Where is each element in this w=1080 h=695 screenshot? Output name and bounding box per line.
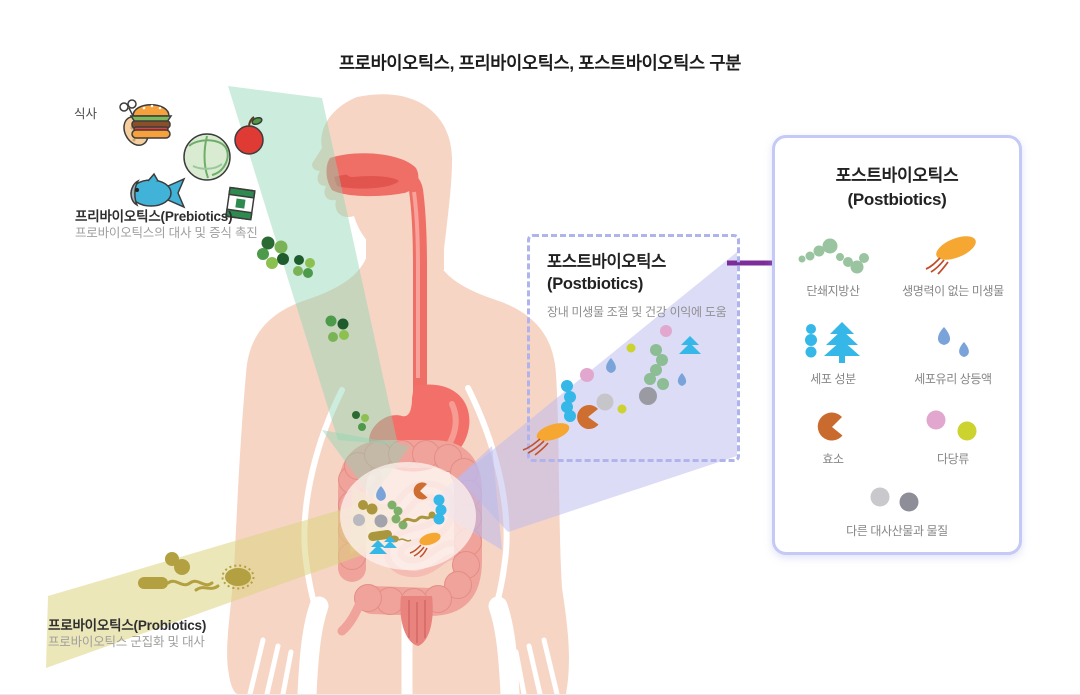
page-title: 프로바이오틱스, 프리바이오틱스, 포스트바이오틱스 구분 [338, 53, 741, 73]
polysaccharide-icon [897, 398, 1009, 444]
scfa-chain-icon [777, 230, 889, 276]
panel-item-scfa: 단쇄지방산 [777, 230, 889, 299]
gut-flora-zone [340, 462, 476, 570]
panel-item-nonviable-microbe: 생명력이 없는 미생물 [897, 230, 1009, 299]
nonviable-microbe-icon [897, 230, 1009, 276]
postbiotics-panel-title: 포스트바이오틱스 (Postbiotics) [835, 166, 959, 209]
probiotics-label: 프로바이오틱스(Probiotics) [48, 618, 207, 633]
postbiotics-callout-title: 포스트바이오틱스 (Postbiotics) [547, 253, 667, 294]
appendix [337, 593, 367, 636]
probiotics-desc: 프로바이오틱스 군집화 및 대사 [48, 635, 205, 649]
postbiotics-panel: 포스트바이오틱스 (Postbiotics) 단쇄지방산 [772, 135, 1022, 555]
panel-item-cell-components: 세포 성분 [777, 318, 889, 387]
panel-item-other-metabolites: 다른 대사산물과 물질 [834, 470, 960, 539]
apple-icon [234, 116, 264, 155]
prebiotics-desc: 프로바이오틱스의 대사 및 증식 촉진 [75, 226, 258, 240]
hamburger-icon [129, 104, 173, 139]
gut-microbes [353, 482, 447, 558]
panel-item-label: 단쇄지방산 [806, 284, 860, 298]
panel-item-enzyme: 효소 [777, 398, 889, 467]
enzyme-icon [777, 398, 889, 444]
postbiotics-callout-box: 포스트바이오틱스 (Postbiotics) 장내 미생물 조절 및 건강 이익… [527, 234, 740, 462]
cell-free-supernatant-icon [897, 318, 1009, 364]
panel-item-label: 생명력이 없는 미생물 [902, 284, 1004, 298]
cabbage-icon [183, 133, 231, 181]
probiotic-bacteria [138, 552, 255, 592]
other-metabolites-icon [834, 470, 960, 516]
cell-components-icon [777, 318, 889, 364]
panel-item-polysaccharide: 다당류 [897, 398, 1009, 467]
panel-item-label: 효소 [822, 452, 844, 466]
postbiotics-beam [458, 252, 737, 532]
panel-item-label: 다른 대사산물과 물질 [846, 524, 948, 538]
body-contours [247, 385, 560, 694]
prebiotics-label: 프리바이오틱스(Prebiotics) [75, 209, 233, 224]
panel-item-supernatant: 세포유리 상등액 [897, 318, 1009, 387]
panel-item-label: 세포유리 상등액 [914, 372, 992, 386]
fish-icon [130, 172, 186, 209]
canned-food-icon [225, 186, 256, 221]
food-icons [119, 99, 264, 221]
panel-item-label: 세포 성분 [810, 372, 856, 386]
postbiotics-callout-desc: 장내 미생물 조절 및 건강 이익에 도움 [547, 305, 727, 319]
panel-item-label: 다당류 [937, 452, 969, 466]
probiotics-beam [46, 500, 388, 668]
prebiotic-particles [257, 236, 369, 431]
meal-label: 식사 [74, 107, 98, 121]
